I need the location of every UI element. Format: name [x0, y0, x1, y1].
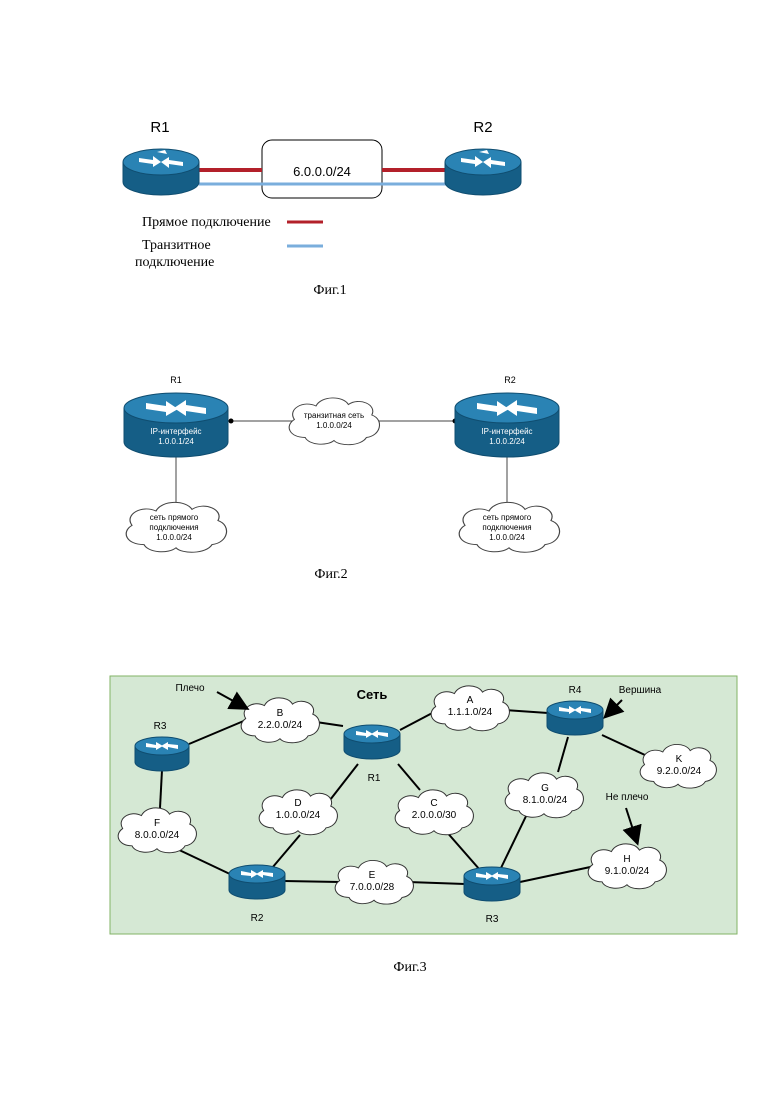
figure-2: R1 IP-интерфейс 1.0.0.1/24 R2 IP-интерфе…	[124, 375, 560, 582]
fig3-cloud-f-net: 8.0.0.0/24	[135, 830, 180, 841]
fig3-r1-label: R1	[368, 773, 381, 784]
fig3-ne-plecho-label: Не плечо	[606, 792, 649, 803]
fig2-r2-label: R2	[504, 375, 516, 385]
fig1-caption: Фиг.1	[313, 283, 346, 298]
fig3-r4-label: R4	[569, 685, 582, 696]
fig1-r1-label: R1	[150, 119, 169, 136]
fig2-port-dot	[229, 419, 234, 424]
fig3-cloud-c-name: C	[430, 798, 437, 809]
fig3-r2-label: R2	[251, 913, 264, 924]
figure-1: 6.0.0.0/24 R1 R2 Прямое подключение	[123, 119, 521, 298]
fig3-link-r2-e	[284, 881, 340, 882]
fig3-cloud-k-name: K	[676, 754, 683, 765]
fig2-r2-if-label: IP-интерфейс	[481, 427, 532, 436]
fig3-cloud-g-name: G	[541, 783, 549, 794]
fig2-transit-net: 1.0.0.0/24	[316, 421, 352, 430]
fig3-cloud-h-name: H	[623, 854, 630, 865]
fig3-cloud-a-name: A	[467, 695, 474, 706]
fig3-cloud-f-name: F	[154, 818, 160, 829]
fig2-left-direct-net: 1.0.0.0/24	[156, 533, 192, 542]
fig3-cloud-b-name: B	[277, 708, 284, 719]
fig3-cloud-e-net: 7.0.0.0/28	[350, 882, 395, 893]
fig3-cloud-e-name: E	[369, 870, 376, 881]
fig3-plecho-label: Плечо	[175, 683, 204, 694]
fig1-router-r2	[445, 149, 521, 195]
fig2-r1-label: R1	[170, 375, 182, 385]
fig3-cloud-d-net: 1.0.0.0/24	[276, 810, 321, 821]
fig2-r2-if-address: 1.0.0.2/24	[489, 437, 525, 446]
fig2-router-r1	[124, 393, 228, 457]
fig3-router-r3-bottom	[464, 867, 520, 901]
fig2-caption: Фиг.2	[314, 567, 347, 582]
fig3-cloud-g-net: 8.1.0.0/24	[523, 795, 568, 806]
fig3-r3-bottom-label: R3	[486, 914, 499, 925]
fig3-router-r3-left	[135, 737, 189, 771]
fig1-legend-direct-label: Прямое подключение	[142, 215, 271, 230]
fig2-left-direct-label-1: сеть прямого	[150, 513, 199, 522]
fig1-legend-transit-label-2: подключение	[135, 255, 214, 270]
fig2-router-r2	[455, 393, 559, 457]
fig1-legend-transit-label-1: Транзитное	[142, 238, 211, 253]
fig2-transit-label: транзитная сеть	[304, 411, 364, 420]
fig2-right-direct-label-2: подключения	[482, 523, 531, 532]
fig3-vershina-label: Вершина	[619, 685, 662, 696]
fig1-r2-label: R2	[473, 119, 492, 136]
fig1-router-r1	[123, 149, 199, 195]
fig3-r3-left-label: R3	[154, 721, 167, 732]
fig2-left-direct-label-2: подключения	[149, 523, 198, 532]
fig3-router-r2	[229, 865, 285, 899]
fig2-right-direct-label-1: сеть прямого	[483, 513, 532, 522]
fig3-router-r4	[547, 701, 603, 735]
fig2-r1-if-label: IP-интерфейс	[150, 427, 201, 436]
fig3-cloud-d-name: D	[294, 798, 301, 809]
fig3-cloud-c-net: 2.0.0.0/30	[412, 810, 457, 821]
fig3-cloud-k-net: 9.2.0.0/24	[657, 766, 702, 777]
fig3-router-r1	[344, 725, 400, 759]
fig3-title: Сеть	[357, 687, 388, 702]
figure-3: Сеть A 1.1.1.0/24 B 2.2.0.0/24	[110, 676, 737, 975]
fig3-cloud-b-net: 2.2.0.0/24	[258, 720, 303, 731]
fig3-caption: Фиг.3	[393, 960, 426, 975]
fig2-right-direct-net: 1.0.0.0/24	[489, 533, 525, 542]
fig3-cloud-h-net: 9.1.0.0/24	[605, 866, 650, 877]
fig1-network-label: 6.0.0.0/24	[293, 164, 351, 179]
fig2-r1-if-address: 1.0.0.1/24	[158, 437, 194, 446]
fig3-cloud-a-net: 1.1.1.0/24	[448, 707, 493, 718]
